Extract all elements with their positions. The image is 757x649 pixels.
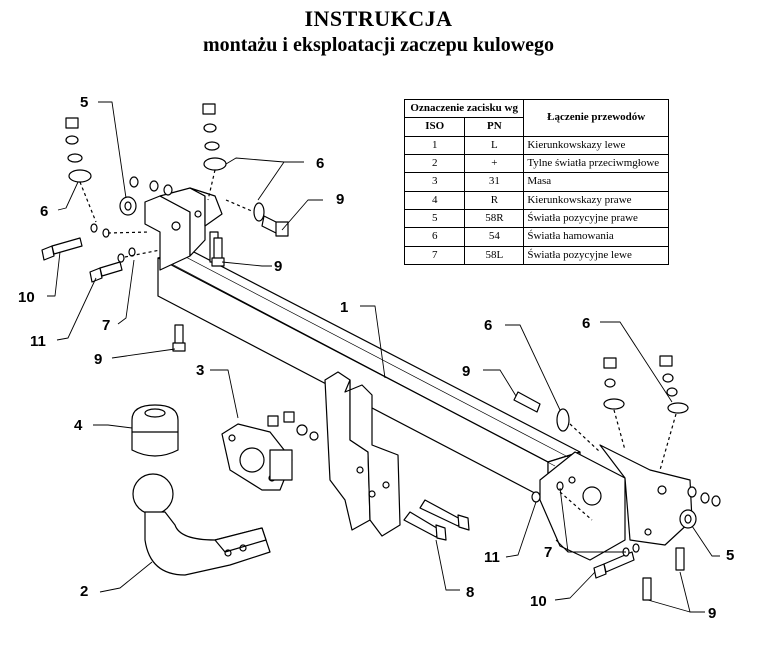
table-row: 3 31 Masa [403,172,669,192]
table-row: 5 58R Światła pozycyjne prawe [403,208,669,229]
socket-fasteners [267,411,319,441]
header-designation: Oznaczenie zacisku wg [403,98,525,119]
washer-chain-left [90,176,173,263]
callout-6-left: 6 [40,203,48,220]
callout-11-right: 11 [484,549,500,566]
table-row: 4 R Kierunkowskazy prawe [403,190,669,210]
page-title: INSTRUKCJA [304,6,453,31]
legend-subheader-row: ISO PN [403,117,669,137]
page-subtitle: montażu i eksploatacji zaczepu kulowego [202,34,555,56]
callout-numbers: 1 2 3 4 5 5 6 6 6 6 7 7 8 9 9 9 9 10 10 … [18,94,734,610]
callout-10-right: 10 [530,593,547,610]
callout-10-left: 10 [18,289,35,306]
bolt-9-left-upper [225,199,289,237]
table-row: 2 + Tylne światła przeciwmgłowe [403,153,669,174]
spacer-5-right [679,509,697,529]
callout-5-left: 5 [80,94,88,111]
fastener-set-left-upper [65,117,97,223]
callout-3: 3 [196,362,204,379]
callout-8: 8 [466,584,474,601]
ball-cover [131,404,179,457]
callout-5-right: 5 [726,547,734,564]
bolt-11-left [89,261,123,283]
fastener-set-center-upper [202,103,227,201]
callout-6-right-a: 6 [484,317,492,334]
bolt-10-right [593,551,635,579]
header-connection: Łączenie przewodów [523,99,669,137]
mounting-bolts-8 [403,499,470,541]
left-side-bracket [144,187,223,271]
socket-plate [221,423,293,491]
table-row: 1 L Kierunkowskazy lewe [403,135,669,155]
table-row: 6 54 Światła hamowania [403,227,669,247]
callout-9-right-upper: 9 [462,363,470,380]
fastener-set-right-1 [603,357,626,451]
callout-6-right-b: 6 [582,315,590,332]
callout-2: 2 [80,583,88,600]
bolt-9-left-lower [172,324,186,352]
bolt-9-right-lower [642,547,685,601]
callout-1: 1 [340,299,348,316]
bolt-10-left [41,237,83,261]
tow-ball-arm [132,473,271,576]
callout-6-center: 6 [316,155,324,172]
header-pn: PN [464,117,525,137]
callout-9-left: 9 [94,351,102,368]
legend-header-row: Oznaczenie zacisku wg Łączenie przewodów [403,98,669,137]
bolt-9-right-upper [513,391,601,453]
callout-4: 4 [74,417,83,434]
wiring-legend-table: Oznaczenie zacisku wg Łączenie przewodów… [403,98,669,266]
header-iso: ISO [403,117,466,137]
right-side-bracket [539,444,693,561]
table-row: 7 58L Światła pozycyjne lewe [403,245,669,266]
callout-9-right-lower: 9 [708,605,716,622]
callout-9-upper: 9 [336,191,344,208]
callout-11-left: 11 [30,333,46,350]
center-mounting-bracket [324,371,401,537]
spacer-5-left [119,196,137,216]
callout-leaders [47,101,720,613]
callout-9-center: 9 [274,258,282,275]
fastener-set-right-2 [659,355,689,471]
callout-7-left: 7 [102,317,110,334]
callout-7-right: 7 [544,544,552,561]
